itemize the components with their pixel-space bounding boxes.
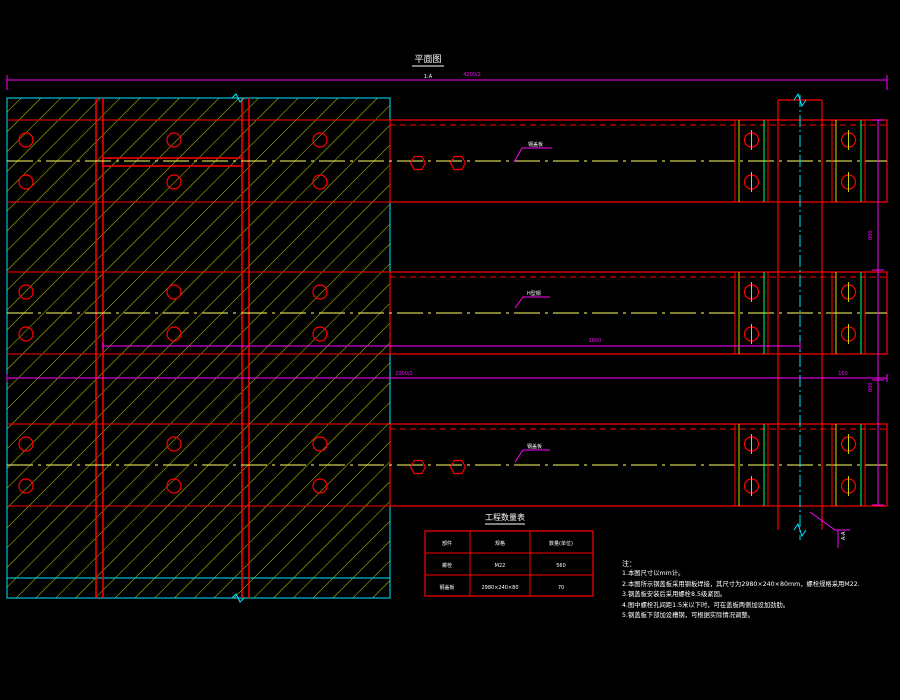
bolt-hole <box>18 174 34 190</box>
right-dimensions <box>872 119 884 506</box>
table-header-cell: 部件 <box>442 540 452 547</box>
hex-nut <box>409 155 427 171</box>
band-group <box>7 271 888 355</box>
inner-dimensions <box>6 342 888 382</box>
quantity-table: 工程数量表 部件 规格 数量(单位) 螺栓 M22 560 钢盖板 2980×240×80 70 <box>424 512 594 597</box>
bolt-hole <box>166 132 182 148</box>
band-group <box>7 119 888 203</box>
mid-dimension: 2000/2 <box>395 371 413 377</box>
hex-nut <box>409 459 427 475</box>
splice-plate <box>831 119 866 203</box>
bolt-hole <box>18 132 34 148</box>
drawing-scale: 1:A <box>424 74 433 80</box>
table-cell: 560 <box>556 563 566 569</box>
side-dimension-1: 800 <box>868 230 874 240</box>
table-cell: M22 <box>495 563 506 569</box>
hex-nut <box>449 155 467 171</box>
bolt-hole <box>166 174 182 190</box>
bolt-hole <box>18 326 34 342</box>
leader-lines <box>513 147 850 548</box>
bolt-hole <box>312 132 328 148</box>
bolt-hole <box>166 326 182 342</box>
hex-nut <box>449 459 467 475</box>
small-dimension: 160 <box>838 371 848 377</box>
inner-dimension: 1800 <box>589 338 602 344</box>
break-marks <box>231 93 245 603</box>
splice-plate <box>831 271 866 355</box>
bolt-hole <box>312 478 328 494</box>
label-bottom-plate: 钢盖板 <box>527 443 542 450</box>
overall-dimension: 4200/2 <box>6 72 888 90</box>
quantity-table-title: 工程数量表 <box>485 512 525 522</box>
notes-heading: 注： <box>622 560 636 568</box>
note-item: 1.本图尺寸以mm计。 <box>622 570 685 578</box>
label-top-plate: 钢盖板 <box>528 141 543 148</box>
table-header-cell: 规格 <box>495 540 505 547</box>
splice-plate <box>734 119 769 203</box>
steel-cover-plate-bands <box>7 119 888 507</box>
side-dimension-2: 800 <box>868 382 874 392</box>
hatched-foundation-block <box>6 97 391 599</box>
splice-plate <box>734 271 769 355</box>
drawing-title: 平面图 <box>414 54 441 65</box>
section-cut-mark: A-A <box>841 531 847 540</box>
table-cell: 70 <box>558 585 564 591</box>
bolt-hole <box>312 284 328 300</box>
note-item: 3.钢盖板安装后采用螺栓8.5级紧固。 <box>622 591 727 599</box>
table-cell: 钢盖板 <box>439 584 454 591</box>
note-item: 2.本图所示钢盖板采用钢板焊接，其尺寸为2980×240×80mm，螺栓规格采用… <box>622 580 860 588</box>
note-item: 4.图中螺栓孔间距1.5米以下时，可在盖板两侧加设加劲肋。 <box>622 601 790 609</box>
bolt-hole <box>166 478 182 494</box>
splice-plate <box>831 423 866 507</box>
bolt-hole <box>18 436 34 452</box>
splice-plate <box>734 423 769 507</box>
svg-text:4200/2: 4200/2 <box>463 72 481 78</box>
table-cell: 2980×240×80 <box>481 585 518 591</box>
label-middle-beam: H型钢 <box>527 290 541 297</box>
table-cell: 螺栓 <box>442 562 452 569</box>
bolt-hole <box>312 436 328 452</box>
bolt-hole <box>312 326 328 342</box>
note-item: 5.钢盖板下部加设槽钢，可根据实际情况调整。 <box>622 612 754 620</box>
bolt-hole <box>166 436 182 452</box>
bolt-hole <box>166 284 182 300</box>
bolt-hole <box>312 174 328 190</box>
band-group <box>7 423 888 507</box>
table-header-cell: 数量(单位) <box>549 540 573 547</box>
bolt-hole <box>18 478 34 494</box>
general-notes: 注： 1.本图尺寸以mm计。 2.本图所示钢盖板采用钢板焊接，其尺寸为2980×… <box>622 559 892 621</box>
bolt-hole <box>18 284 34 300</box>
